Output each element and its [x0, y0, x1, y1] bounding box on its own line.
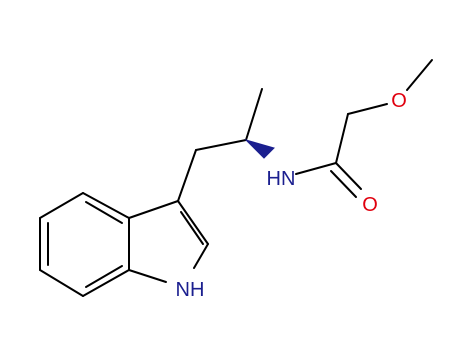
ether-oxygen-label: O	[391, 90, 407, 112]
carbon-skeleton	[39, 59, 433, 297]
bond-ch2-ch	[195, 139, 247, 151]
bond-c7-c7a	[82, 269, 130, 297]
bond-ch-methyl	[245, 88, 263, 141]
bond-c3a-c4	[82, 192, 130, 219]
double-bond-inner-3	[85, 265, 123, 288]
bond-n-carbonyl	[295, 162, 337, 175]
bond-carbonyl-o-1	[335, 162, 362, 190]
bond-ch2-oxygen	[347, 103, 388, 115]
bond-carbonyl-ch2	[335, 113, 349, 164]
bond-oxygen-methyl	[406, 59, 433, 91]
bond-c2-n1	[193, 243, 209, 269]
double-bond-inner-1	[85, 201, 123, 224]
bond-c3-ch2	[177, 149, 197, 202]
bond-c3a-c3	[128, 200, 179, 219]
stereo-wedge-bond	[244, 138, 275, 159]
bond-carbonyl-o-2	[330, 170, 357, 198]
carbonyl-oxygen-label: O	[362, 194, 378, 216]
indole-nitrogen-label: NH	[176, 279, 205, 301]
bond-c3-c2	[177, 200, 209, 245]
bond-c7a-n1	[128, 269, 167, 283]
double-bond-c2-c3	[180, 211, 204, 245]
amide-nitrogen-label: HN	[267, 168, 296, 190]
bond-c4-c5	[39, 192, 84, 219]
bond-c6-c7	[39, 269, 84, 297]
